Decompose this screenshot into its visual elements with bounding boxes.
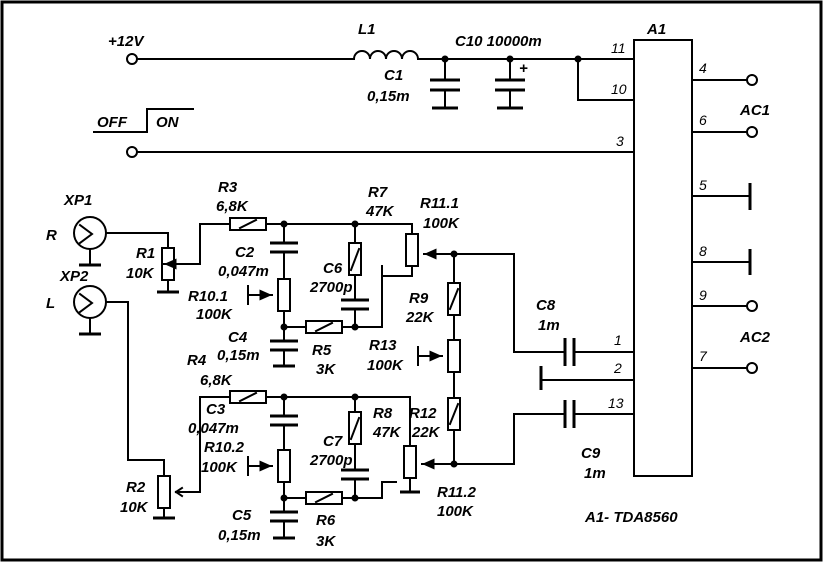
r13-name: R13 bbox=[369, 337, 397, 354]
potentiometer-r11-2[interactable] bbox=[403, 445, 417, 479]
r5-value: 3K bbox=[316, 361, 336, 378]
ic-a1-label: A1 bbox=[646, 21, 666, 38]
capacitor-c10 bbox=[495, 58, 525, 110]
off-label: OFF bbox=[97, 114, 128, 131]
r10-2-value: 100K bbox=[201, 459, 238, 476]
c5-value: 0,15m bbox=[218, 527, 261, 544]
c6-value: 2700p bbox=[309, 279, 353, 296]
r7-name: R7 bbox=[368, 184, 388, 201]
ac1-negative-terminal[interactable] bbox=[746, 126, 758, 138]
r11-2-value: 100K bbox=[437, 503, 474, 520]
c1-value: 0,15m bbox=[367, 88, 410, 105]
svg-text:10: 10 bbox=[611, 81, 627, 97]
c10-polarity: + bbox=[519, 60, 528, 77]
potentiometer-r13[interactable] bbox=[447, 339, 461, 373]
r7-value: 47K bbox=[365, 203, 395, 220]
svg-text:7: 7 bbox=[699, 348, 708, 364]
c5-name: C5 bbox=[232, 507, 252, 524]
r4-name: R4 bbox=[187, 352, 207, 369]
c10-label: C10 10000m bbox=[455, 33, 542, 50]
r12-name: R12 bbox=[409, 405, 437, 422]
c9-name: C9 bbox=[581, 445, 601, 462]
r5-name: R5 bbox=[312, 342, 332, 359]
r10-1-name: R10.1 bbox=[188, 288, 228, 305]
c2-name: C2 bbox=[235, 244, 255, 261]
r2-value: 10K bbox=[120, 499, 149, 516]
svg-text:11: 11 bbox=[611, 40, 626, 56]
c7-value: 2700p bbox=[309, 452, 353, 469]
r1-name: R1 bbox=[136, 245, 155, 262]
r3-name: R3 bbox=[218, 179, 238, 196]
r3-value: 6,8K bbox=[216, 198, 249, 215]
c7-name: C7 bbox=[323, 433, 343, 450]
c8-name: C8 bbox=[536, 297, 556, 314]
off-on-indicator bbox=[93, 108, 194, 133]
r9-value: 22K bbox=[405, 309, 435, 326]
ac2-negative-terminal[interactable] bbox=[746, 362, 758, 374]
svg-text:4: 4 bbox=[699, 60, 707, 76]
r12-value: 22K bbox=[411, 424, 441, 441]
ac2-positive-terminal[interactable] bbox=[746, 300, 758, 312]
on-label: ON bbox=[156, 114, 180, 131]
r9-name: R9 bbox=[409, 290, 429, 307]
r11-1-value: 100K bbox=[423, 215, 460, 232]
xp2-label: XP2 bbox=[59, 268, 89, 285]
c3-value: 0,047m bbox=[188, 420, 239, 437]
l1-label: L1 bbox=[358, 21, 376, 38]
r6-value: 3K bbox=[316, 533, 336, 550]
resistor-r2 bbox=[157, 475, 171, 509]
potentiometer-r10-1[interactable] bbox=[277, 278, 291, 312]
c4-value: 0,15m bbox=[217, 347, 260, 364]
c4-name: C4 bbox=[228, 329, 248, 346]
supply-label: +12V bbox=[108, 33, 145, 50]
mode-terminal[interactable] bbox=[126, 146, 138, 158]
r4-value: 6,8K bbox=[200, 372, 233, 389]
ic-a1-body bbox=[633, 39, 693, 477]
c2-value: 0,047m bbox=[218, 263, 269, 280]
r11-2-name: R11.2 bbox=[437, 484, 477, 501]
svg-text:9: 9 bbox=[699, 287, 707, 303]
supply-terminal[interactable] bbox=[126, 53, 138, 65]
potentiometer-r10-2[interactable] bbox=[277, 449, 291, 483]
c6-name: C6 bbox=[323, 260, 343, 277]
c9-value: 1m bbox=[584, 465, 606, 482]
svg-text:2: 2 bbox=[613, 360, 622, 376]
svg-text:13: 13 bbox=[608, 395, 624, 411]
inductor-l1 bbox=[352, 50, 420, 61]
c8-value: 1m bbox=[538, 317, 560, 334]
r1-value: 10K bbox=[126, 265, 155, 282]
svg-text:6: 6 bbox=[699, 112, 707, 128]
r10-1-value: 100K bbox=[196, 306, 233, 323]
ac1-positive-terminal[interactable] bbox=[746, 74, 758, 86]
xp1-label: XP1 bbox=[63, 192, 92, 209]
capacitor-c1 bbox=[430, 58, 460, 110]
r13-value: 100K bbox=[367, 357, 404, 374]
svg-text:8: 8 bbox=[699, 243, 707, 259]
chip-caption: A1- TDA8560 bbox=[584, 509, 678, 526]
r8-name: R8 bbox=[373, 405, 393, 422]
potentiometer-r11-1[interactable] bbox=[405, 233, 419, 267]
ac1-label: AC1 bbox=[739, 102, 770, 119]
svg-text:1: 1 bbox=[614, 332, 622, 348]
ac2-label: AC2 bbox=[739, 329, 771, 346]
r11-1-name: R11.1 bbox=[420, 195, 459, 212]
c1-name: C1 bbox=[384, 67, 403, 84]
r6-name: R6 bbox=[316, 512, 336, 529]
c3-name: C3 bbox=[206, 401, 226, 418]
input-r-label: R bbox=[46, 227, 57, 244]
r2-name: R2 bbox=[126, 479, 146, 496]
r8-value: 47K bbox=[372, 424, 402, 441]
svg-text:5: 5 bbox=[699, 177, 707, 193]
input-l-label: L bbox=[46, 295, 55, 312]
svg-text:3: 3 bbox=[616, 133, 624, 149]
r10-2-name: R10.2 bbox=[204, 439, 245, 456]
